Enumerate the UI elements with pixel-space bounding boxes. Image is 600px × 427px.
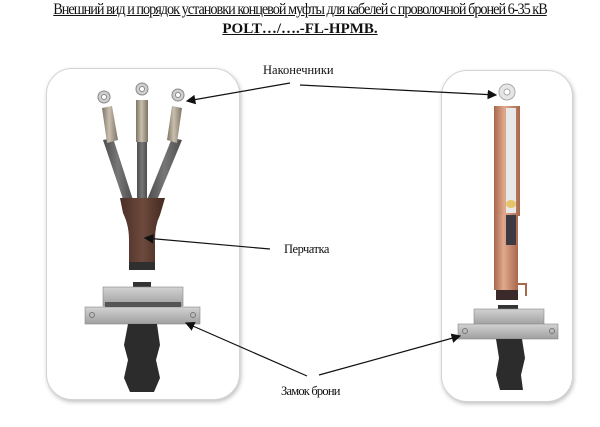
document-title: Внешний вид и порядок установки концевой… — [53, 1, 547, 18]
leader-arrows — [143, 82, 498, 377]
label-lugs: Наконечники — [263, 63, 334, 77]
product-code: POLT…/….-FL-HPMB. — [222, 21, 378, 37]
lug-icon — [97, 82, 185, 104]
label-glove: Перчатка — [284, 242, 329, 256]
label-armour-lock: Замок брони — [281, 384, 340, 398]
three-core-termination — [84, 82, 201, 392]
lug-icon — [498, 83, 516, 101]
single-core-termination — [457, 83, 559, 390]
